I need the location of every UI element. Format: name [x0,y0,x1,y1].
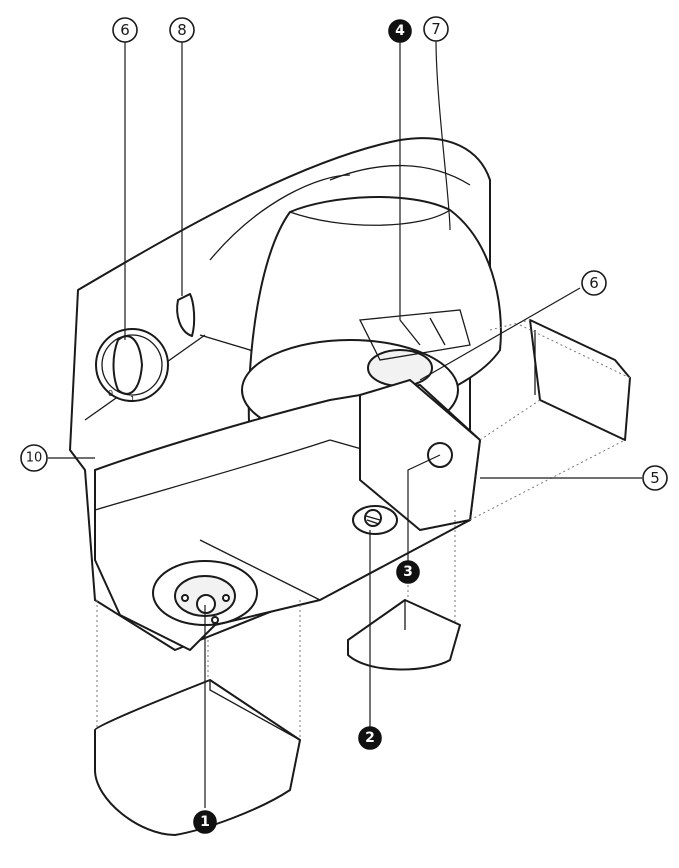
callout-1: 1 [193,810,217,834]
svg-text:8: 8 [177,21,187,39]
svg-text:1: 1 [130,395,135,404]
callout-3: 3 [396,560,420,584]
leader-lines [48,39,642,808]
food-pusher [347,599,461,671]
svg-text:0: 0 [108,389,113,398]
svg-text:5: 5 [650,469,660,487]
callout-8: 8 [169,17,195,43]
collecting-tray [94,679,301,836]
callout-10: 10 [20,444,48,472]
svg-text:2: 2 [365,730,375,746]
safety-switch-slot [176,293,196,337]
svg-text:10: 10 [26,451,43,466]
carriage-bar [352,379,481,535]
svg-text:7: 7 [431,20,441,38]
svg-text:4: 4 [395,23,405,39]
blade-guard [529,319,631,441]
callout-4: 4 [388,19,412,43]
svg-text:6: 6 [589,274,599,292]
callout-6-right: 6 [581,270,607,296]
svg-text:1: 1 [200,814,210,830]
callout-5: 5 [642,465,668,491]
callout-2: 2 [358,726,382,750]
callout-6-left: 6 [112,17,138,43]
callout-7: 7 [423,16,449,42]
thickness-dial: 0 1 [95,328,169,404]
svg-text:6: 6 [120,21,130,39]
svg-text:3: 3 [403,564,413,580]
